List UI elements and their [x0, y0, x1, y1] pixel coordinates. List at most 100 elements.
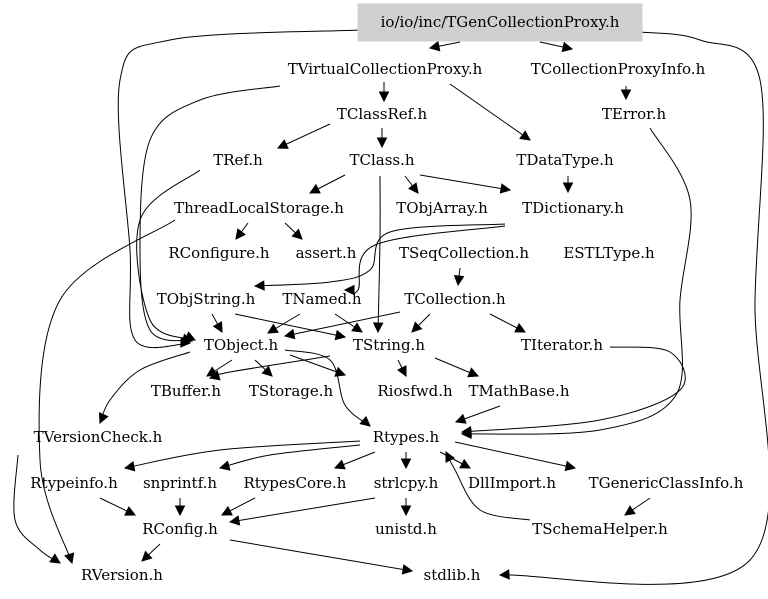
arrowhead — [400, 458, 412, 470]
arrowhead — [562, 182, 574, 194]
edge-line — [277, 123, 331, 149]
edge-tobjstring-to-tobject — [211, 313, 223, 333]
node-label: TCollectionProxyInfo.h — [531, 60, 706, 78]
edge-strlcpy-to-unistd — [400, 498, 412, 517]
arrowhead — [408, 182, 419, 194]
edge-line — [124, 440, 361, 469]
arrowhead — [291, 228, 303, 240]
edge-root-to-tvirtualcollectionproxy — [428, 40, 461, 52]
node-tbuffer: TBuffer.h — [151, 382, 222, 400]
node-titerator: TIterator.h — [521, 336, 603, 354]
node-estltype: ESTLType.h — [563, 244, 655, 262]
edge-tclass-to-threadlocalstorage — [309, 174, 346, 194]
node-unistd: unistd.h — [375, 520, 437, 538]
arrowhead — [397, 365, 407, 378]
node-tobject: TObject.h — [204, 336, 279, 354]
arrowhead — [141, 550, 153, 562]
arrowhead — [184, 331, 197, 341]
edge-line — [419, 174, 511, 191]
node-tversioncheck: TVersionCheck.h — [34, 428, 163, 446]
arrowhead — [620, 89, 632, 101]
node-label: DllImport.h — [468, 474, 556, 492]
arrowhead — [124, 506, 137, 516]
arrowhead — [519, 130, 531, 141]
arrowhead — [123, 461, 136, 472]
node-label: TDataType.h — [516, 151, 614, 169]
node-tobjarray: TObjArray.h — [396, 199, 488, 217]
edge-line — [117, 29, 361, 349]
edge-tobjstring-to-tstring — [234, 313, 347, 341]
edge-terror-to-rtypes — [460, 127, 692, 440]
node-tstorage: TStorage.h — [249, 382, 334, 400]
edge-tclassref-to-tref — [276, 123, 331, 149]
node-label: TBuffer.h — [151, 382, 222, 400]
node-label: snprintf.h — [143, 474, 217, 492]
node-label: TMathBase.h — [469, 382, 570, 400]
header-nodes: io/io/inc/TGenCollectionProxy.hTVirtualC… — [30, 3, 744, 584]
edge-line — [219, 444, 361, 469]
edge-tclassref-to-tclass — [376, 128, 388, 149]
arrowhead — [460, 428, 472, 440]
node-label: RVersion.h — [81, 566, 163, 584]
edge-tcollection-to-tobject — [283, 311, 401, 340]
arrowhead — [498, 569, 510, 580]
node-label: Rtypeinfo.h — [30, 474, 118, 492]
edge-tgenericclassinfo-to-tschemahelper — [624, 497, 651, 516]
arrowhead — [564, 460, 577, 472]
node-tstring: TString.h — [353, 336, 425, 354]
edge-line — [449, 83, 531, 141]
arrowhead — [499, 183, 512, 194]
edge-tstring-to-riosfwd — [397, 359, 407, 378]
arrowhead — [453, 274, 465, 287]
arrowhead — [98, 412, 109, 425]
node-label: TVirtualCollectionProxy.h — [288, 60, 483, 78]
node-snprintf: snprintf.h — [143, 474, 217, 492]
node-tgenericclassinfo: TGenericClassInfo.h — [589, 474, 744, 492]
node-assert: assert.h — [296, 244, 357, 262]
node-tobjstring: TObjString.h — [157, 290, 256, 308]
edge-tcollection-to-titerator — [489, 313, 526, 333]
node-tcollectionproxyinfo: TCollectionProxyInfo.h — [531, 60, 706, 78]
edge-tvirtualcollectionproxy-to-tdatatype — [449, 83, 531, 141]
edge-line — [284, 349, 371, 427]
arrowhead — [401, 564, 414, 575]
edge-rtypeinfo-to-rconfig — [99, 497, 137, 516]
node-label: TDictionary.h — [522, 199, 624, 217]
arrowhead — [253, 280, 265, 291]
arrowhead — [359, 415, 371, 427]
arrowhead — [208, 370, 221, 381]
arrowhead — [221, 505, 233, 516]
node-tschemahelper: TSchemaHelper.h — [532, 520, 668, 538]
edge-tseqcollection-to-tcollection — [453, 267, 465, 287]
arrowhead — [235, 228, 246, 240]
arrowhead — [309, 183, 321, 194]
node-tmathbase: TMathBase.h — [469, 382, 570, 400]
node-stdlib: stdlib.h — [424, 566, 481, 584]
edge-tobject-to-tstorage — [254, 359, 273, 377]
edge-tobject-to-tversioncheck — [98, 351, 191, 425]
node-label: TString.h — [353, 336, 425, 354]
edge-strlcpy-to-rconfig — [228, 497, 376, 526]
arrowhead — [64, 552, 75, 565]
edge-rtypes-to-tgenericclassinfo — [454, 441, 577, 472]
arrowhead — [261, 365, 273, 377]
edge-line — [461, 346, 686, 433]
node-root: io/io/inc/TGenCollectionProxy.h — [357, 3, 643, 42]
node-label: TIterator.h — [521, 336, 603, 354]
arrowhead — [49, 553, 61, 564]
node-label: ESTLType.h — [563, 244, 655, 262]
node-label: Riosfwd.h — [377, 382, 453, 400]
node-terror: TError.h — [602, 105, 667, 123]
node-label: TClassRef.h — [337, 105, 428, 123]
node-tref: TRef.h — [213, 151, 263, 169]
edge-rtypescore-to-rconfig — [221, 497, 256, 516]
edge-line — [38, 219, 176, 564]
dependency-edges — [13, 29, 768, 585]
node-rconfig: RConfig.h — [142, 520, 218, 538]
node-label: stdlib.h — [424, 566, 481, 584]
edge-tstring-to-tbuffer — [208, 355, 331, 381]
edge-tschemahelper-to-rtypes — [445, 450, 531, 521]
arrowhead — [333, 459, 346, 470]
edge-root-to-tcollectionproxyinfo — [539, 41, 574, 53]
node-label: strlcpy.h — [374, 474, 439, 492]
